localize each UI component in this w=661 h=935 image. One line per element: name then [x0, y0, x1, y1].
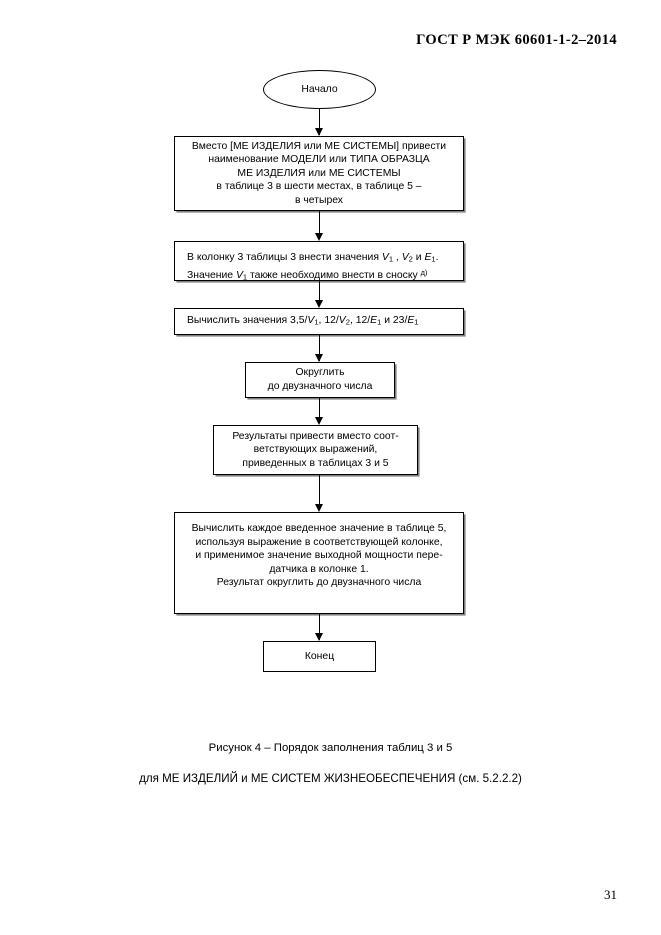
- variable-v1-calc: V1: [307, 314, 319, 327]
- arrowhead-step4: [315, 354, 323, 362]
- connector-step5-to-step6: [318, 475, 321, 510]
- connector-step3-to-step4: [318, 335, 321, 361]
- arrowhead-step1: [315, 128, 323, 136]
- flowchart-node-step3: Вычислить значения 3,5/V1, 12/V2, 12/E1 …: [174, 308, 464, 335]
- variable-v1: V1: [381, 252, 394, 264]
- step2-text-a: В колонку 3 таблицы 3 внести значения: [187, 252, 382, 263]
- step6-line-2: используя выражение в соответствующей ко…: [195, 536, 443, 548]
- figure-caption-line-2: для МЕ ИЗДЕЛИЙ и МЕ СИСТЕМ ЖИЗНЕОБЕСПЕЧЕ…: [139, 772, 522, 785]
- footnote-marker: д): [420, 268, 428, 278]
- start-label: Начало: [301, 83, 338, 95]
- step6-line-1: Вычислить каждое введенное значение в та…: [191, 523, 447, 534]
- step3-text-b: , 12/: [318, 314, 339, 326]
- step3-line-1: Вычислить значения 3,5/V1, 12/V2, 12/E1 …: [187, 314, 419, 329]
- step1-line-5: в четырех: [294, 194, 343, 206]
- variable-v2-calc: V2: [338, 314, 350, 327]
- step1-line-3: МЕ ИЗДЕЛИЯ или МЕ СИСТЕМЫ: [237, 167, 401, 179]
- step1-line-2: наименование МОДЕЛИ или ТИПА ОБРАЗЦА: [208, 154, 430, 166]
- step3-text-d: и 23/: [381, 314, 408, 326]
- page-number: 31: [604, 887, 617, 902]
- step2-text-c: и: [412, 252, 425, 263]
- connector-step4-to-step5: [318, 398, 321, 423]
- document-standard-header: ГОСТ Р МЭК 60601-1-2–2014: [416, 32, 617, 48]
- flowchart-node-step4: Округлить до двузначного числа: [245, 362, 395, 398]
- variable-e1-calc-2: E1: [407, 314, 419, 327]
- step5-line-2: ветствующих выражений,: [253, 444, 378, 456]
- connector-start-to-step1: [318, 109, 321, 135]
- arrowhead-end: [315, 633, 323, 641]
- step1-line-1: Вместо [МЕ ИЗДЕЛИЯ или МЕ СИСТЕМЫ] приве…: [191, 140, 447, 152]
- variable-e1: E1: [424, 252, 436, 264]
- step2-line-1: В колонку 3 таблицы 3 внести значения V1…: [187, 251, 439, 266]
- arrowhead-step5: [315, 417, 323, 425]
- step3-text-c: , 12/: [349, 314, 371, 326]
- step2-line2-text-b: также необходимо внести в сноску: [247, 270, 421, 282]
- arrowhead-step3: [315, 300, 323, 308]
- variable-v2: V2: [401, 252, 413, 264]
- flowchart-node-step5: Результаты привести вместо соот- ветству…: [213, 425, 418, 475]
- step5-line-3: приведенных в таблицах 3 и 5: [242, 457, 389, 469]
- connector-step1-to-step2: [318, 211, 321, 234]
- flowchart-node-step6: Вычислить каждое введенное значение в та…: [174, 512, 464, 614]
- variable-e1-calc: E1: [370, 314, 382, 327]
- step6-line-4: датчика в колонке 1.: [269, 563, 369, 575]
- flowchart-diagram: Начало Вместо [МЕ ИЗДЕЛИЯ или МЕ СИСТЕМЫ…: [174, 70, 464, 672]
- variable-v1-footnote: V1: [235, 270, 248, 283]
- flowchart-node-step1: Вместо [МЕ ИЗДЕЛИЯ или МЕ СИСТЕМЫ] приве…: [174, 136, 464, 211]
- step2-text-d: .: [435, 252, 439, 263]
- step2-line-2: Значение V1 также необходимо внести в сн…: [187, 266, 427, 284]
- connector-step2-to-step3: [318, 281, 321, 305]
- figure-caption-line-1: Рисунок 4 – Порядок заполнения таблиц 3 …: [208, 742, 453, 754]
- step4-line-1: Округлить: [295, 367, 345, 379]
- connector-step6-to-end: [318, 614, 321, 640]
- step6-line-5: Результат округлить до двузначного числа: [216, 577, 422, 589]
- step3-text-a: Вычислить значения 3,5/: [187, 314, 308, 326]
- arrowhead-step2: [315, 233, 323, 241]
- flowchart-node-end: Конец: [263, 641, 376, 672]
- step2-line2-text-a: Значение: [187, 270, 236, 282]
- end-label: Конец: [304, 650, 335, 662]
- arrowhead-step6: [315, 504, 323, 512]
- step4-line-2: до двузначного числа: [267, 381, 373, 392]
- step1-line-4: в таблице 3 в шести местах, в таблице 5 …: [216, 181, 422, 193]
- step5-line-1: Результаты привести вместо соот-: [232, 430, 399, 442]
- flowchart-node-step2: В колонку 3 таблицы 3 внести значения V1…: [174, 241, 464, 284]
- step6-line-3: и применимое значение выходной мощности …: [195, 550, 443, 562]
- step2-text-b: ,: [393, 252, 402, 263]
- flowchart-node-start: Начало: [263, 70, 376, 109]
